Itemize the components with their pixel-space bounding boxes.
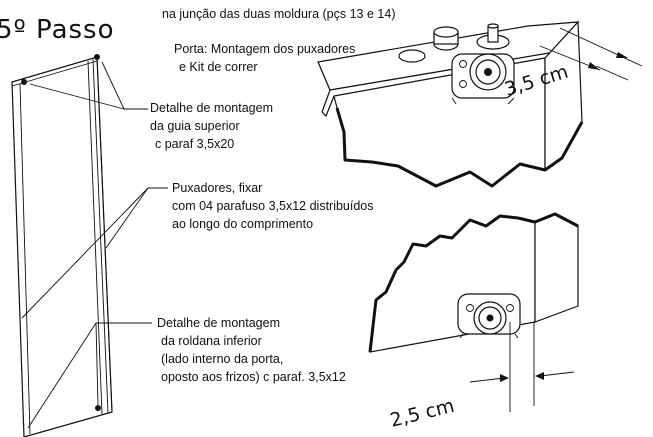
pux-label-line2: com 04 parafuso 3,5x12 distribuídos xyxy=(172,199,374,213)
rold-label-line4: oposto aos frizos) c paraf. 3,5x12 xyxy=(161,370,346,384)
top-note: na junção das duas moldura (pçs 13 e 14) xyxy=(162,7,395,21)
porta-label-line2: e Kit de correr xyxy=(179,60,258,74)
pux-label-line3: ao longo do comprimento xyxy=(172,217,313,231)
guia-label-line2: da guia superior xyxy=(150,119,240,133)
rold-label-line2: da roldana inferior xyxy=(161,334,262,348)
screw-bottom-icon xyxy=(95,405,101,411)
guia-label-line1: Detalhe de montagem xyxy=(150,101,273,115)
rold-label-line1: Detalhe de montagem xyxy=(157,316,280,330)
door-panel xyxy=(11,54,113,437)
lower-roller-icon xyxy=(457,293,521,339)
upper-detail-drawing xyxy=(317,20,643,188)
lower-detail-drawing xyxy=(368,212,579,412)
screw-top-left-icon xyxy=(21,79,27,85)
porta-label-line1: Porta: Montagem dos puxadores xyxy=(174,42,355,56)
screw-top-right-icon xyxy=(94,54,100,60)
guia-label-line3: c paraf 3,5x20 xyxy=(155,137,234,151)
lower-dimension-label: 2,5 cm xyxy=(388,395,457,432)
rold-label-line3: (lado interno da porta, xyxy=(161,352,283,366)
leader-lines xyxy=(21,61,168,429)
upper-roller-icon xyxy=(451,53,515,105)
step-title: 5º Passo xyxy=(0,15,115,45)
pux-label-line1: Puxadores, fixar xyxy=(172,181,262,195)
